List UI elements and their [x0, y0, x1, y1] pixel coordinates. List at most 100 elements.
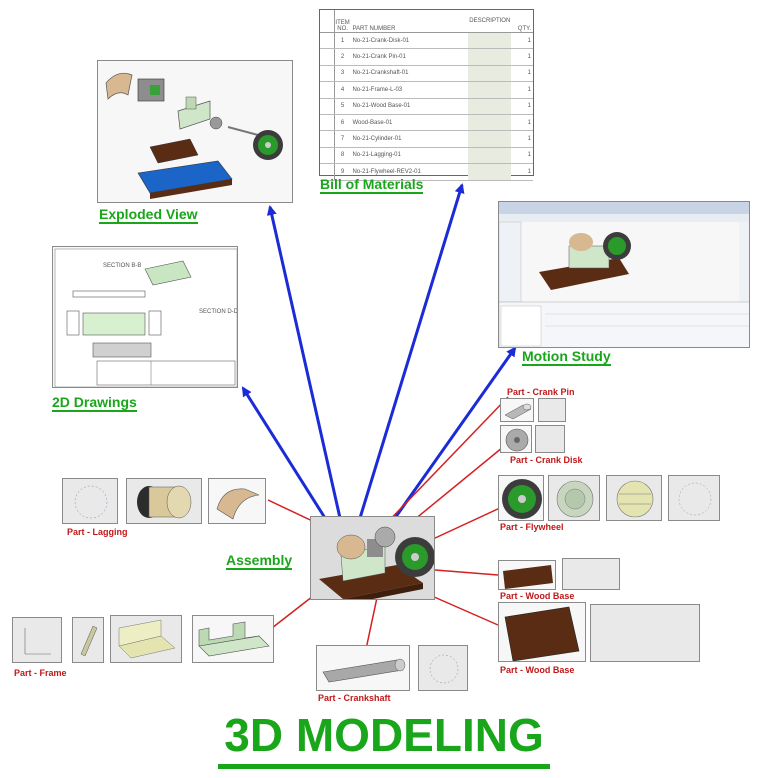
bom-cell-qty: 1 [527, 37, 532, 44]
bom-cell-part: Wood-Base-01 [352, 119, 393, 126]
crank-disk-model [500, 425, 532, 453]
crankshaft-sketch [418, 645, 468, 691]
flywheel-model-1 [498, 475, 544, 521]
bom-cell-desc [468, 65, 512, 82]
bom-row-gutter [320, 33, 335, 49]
bom-row: 4 No-21-Frame-L-03 1 [320, 82, 533, 99]
crank-pin-sketch [538, 398, 566, 422]
label-frame: Part - Frame [14, 668, 67, 678]
crank-disk-sketch [535, 425, 565, 453]
bom-row: 9 No-21-Flywheel-REV2-01 1 [320, 164, 533, 181]
bom-cell-desc [468, 131, 512, 147]
bom-cell-desc [468, 164, 512, 180]
lagging-model-1 [126, 478, 202, 524]
bom-row: 8 No-21-Lagging-01 1 [320, 147, 533, 165]
bom-cell-item: 1 [340, 37, 345, 44]
bom-cell-part: No-21-Cylinder-01 [352, 136, 402, 143]
arrow-from-crank-pin [379, 396, 509, 531]
bom-cell-part: No-21-Flywheel-REV2-01 [352, 168, 421, 175]
bom-header-row: ITEM NO. PART NUMBER DESCRIPTION QTY. [320, 10, 533, 33]
bom-header-item: ITEM NO. [335, 20, 350, 32]
bom-header-qty: QTY. [517, 26, 532, 32]
bom-row-gutter [320, 98, 335, 114]
label-wood-base-1: Part - Wood Base [500, 591, 575, 601]
bom-row-gutter [320, 65, 335, 82]
bom-cell-part: No-21-Crank Pin-01 [352, 54, 406, 61]
arrow-to-2d-drawings [241, 386, 327, 519]
bom-cell-item: 3 [340, 70, 345, 77]
bom-header-part: PART NUMBER [352, 26, 396, 32]
wood-base-sketch-2 [590, 604, 700, 662]
label-lagging: Part - Lagging [67, 527, 128, 537]
drawing-section-label-2: SECTION D-D [199, 309, 238, 315]
flywheel-model-3 [606, 475, 662, 521]
main-title: 3D MODELING [218, 706, 550, 769]
assembly-image [310, 516, 435, 600]
arrow-to-bom [358, 183, 465, 519]
lagging-sketch [62, 478, 118, 524]
bom-cell-part: No-21-Frame-L-03 [352, 86, 403, 93]
flywheel-model-2 [548, 475, 600, 521]
bom-cell-qty: 1 [527, 54, 532, 61]
bom-row-gutter [320, 114, 335, 131]
flywheel-sketch [668, 475, 720, 521]
crankshaft-model [316, 645, 410, 691]
bom-row: 6 Wood-Base-01 1 [320, 114, 533, 132]
bom-cell-desc [468, 49, 512, 65]
label-wood-base-2: Part - Wood Base [500, 665, 575, 675]
label-bill-of-materials: Bill of Materials [320, 176, 424, 194]
label-crankshaft: Part - Crankshaft [318, 693, 391, 703]
bom-rows: 1 No-21-Crank-Disk-01 1 2 No-21-Crank Pin-01… [320, 33, 533, 181]
bom-cell-item: 5 [340, 103, 345, 110]
bom-cell-desc [468, 33, 512, 49]
drawing-section-label-1: SECTION B-B [103, 263, 142, 269]
motion-study-image [498, 201, 750, 348]
label-2d-drawings: 2D Drawings [52, 394, 137, 412]
crank-pin-model [500, 398, 534, 422]
frame-sketch [12, 617, 62, 663]
bom-cell-part: No-21-Lagging-01 [352, 152, 401, 159]
bom-cell-desc [468, 147, 512, 164]
bom-header-desc: DESCRIPTION [468, 10, 512, 32]
bom-cell-item: 9 [340, 168, 345, 175]
label-assembly: Assembly [226, 552, 293, 570]
bom-row-gutter [320, 131, 335, 147]
wood-base-sketch-1 [562, 558, 620, 590]
bom-row-gutter [320, 147, 335, 164]
bom-row-gutter [320, 164, 335, 180]
bom-cell-qty: 1 [527, 136, 532, 143]
bom-cell-qty: 1 [527, 119, 532, 126]
wood-base-model-2 [498, 602, 586, 662]
drawings-2d-image: SECTION B-B SECTION D-D [52, 246, 238, 388]
label-flywheel: Part - Flywheel [500, 522, 564, 532]
bom-cell-item: 7 [340, 136, 345, 143]
bom-cell-desc [468, 114, 512, 131]
bom-row-gutter [320, 49, 335, 65]
bom-cell-item: 6 [340, 119, 345, 126]
bom-row: 2 No-21-Crank Pin-01 1 [320, 49, 533, 66]
wood-base-model-1 [498, 560, 556, 590]
bom-row: 7 No-21-Cylinder-01 1 [320, 131, 533, 148]
bom-cell-item: 2 [340, 54, 345, 61]
exploded-view-image [97, 60, 293, 203]
bom-cell-item: 4 [340, 86, 345, 93]
bom-cell-qty: 1 [527, 152, 532, 159]
arrow-to-motion-study [393, 346, 517, 519]
label-exploded-view: Exploded View [99, 206, 198, 224]
frame-model-1 [72, 617, 104, 663]
bom-row-gutter [320, 82, 335, 98]
bom-cell-qty: 1 [527, 86, 532, 93]
bom-cell-qty: 1 [527, 103, 532, 110]
label-crank-disk: Part - Crank Disk [510, 455, 583, 465]
bom-cell-qty: 1 [527, 168, 532, 175]
bom-cell-item: 8 [340, 152, 345, 159]
label-crank-pin: Part - Crank Pin [507, 387, 575, 397]
lagging-model-2 [208, 478, 266, 524]
label-motion-study: Motion Study [522, 348, 611, 366]
bom-row: 1 No-21-Crank-Disk-01 1 [320, 33, 533, 50]
bom-cell-desc [468, 82, 512, 98]
bom-cell-part: No-21-Crank-Disk-01 [352, 37, 410, 44]
